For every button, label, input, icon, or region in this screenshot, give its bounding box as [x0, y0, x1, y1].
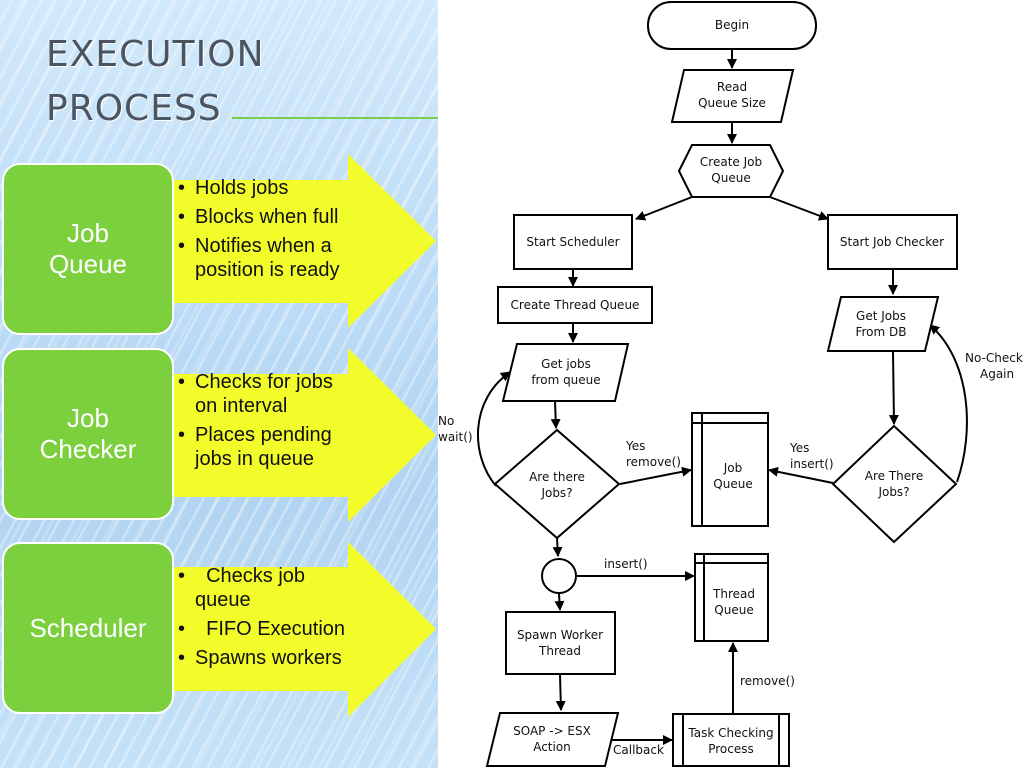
scheduler-box: Scheduler	[2, 542, 174, 714]
svg-text:Spawn Worker: Spawn Worker	[517, 628, 603, 642]
svg-text:Create Job: Create Job	[700, 155, 762, 169]
job-queue-box-line-2: Queue	[48, 249, 128, 279]
node-junction-circle	[541, 558, 577, 594]
node-read-queue-size: Read Queue Size	[670, 69, 795, 123]
svg-text:Process: Process	[708, 742, 754, 756]
edge-labels: No wait() Yes remove() Yes insert() No-C…	[438, 351, 1023, 757]
node-create-thread-queue: Create Thread Queue	[497, 286, 653, 324]
svg-text:Queue: Queue	[711, 171, 750, 185]
label-yes-insert-1: Yes	[789, 441, 809, 455]
svg-text:SOAP -> ESX: SOAP -> ESX	[513, 724, 591, 738]
svg-text:Jobs?: Jobs?	[540, 486, 572, 500]
edge-create-checker	[769, 196, 829, 221]
edge-getjobs-decision	[550, 400, 561, 429]
bullet-item: Holds jobs	[178, 176, 340, 200]
bullet-item: FIFO Execution	[178, 617, 345, 641]
label-yes-remove-1: Yes	[625, 439, 645, 453]
job-queue-box-line-1: Job	[67, 218, 109, 248]
node-begin: Begin	[647, 1, 817, 50]
svg-text:Get Jobs: Get Jobs	[856, 309, 906, 323]
label-no-check-again-2: Again	[980, 367, 1014, 381]
edge-decision-junction	[552, 537, 563, 557]
svg-text:Queue Size: Queue Size	[698, 96, 766, 110]
label-yes-remove-2: remove()	[626, 455, 681, 469]
edge-getdb-decision	[888, 351, 899, 425]
edge-no-wait-loop	[476, 371, 511, 487]
node-start-scheduler: Start Scheduler	[513, 214, 633, 270]
node-decision-are-there-jobs-right: Are There Jobs?	[831, 424, 958, 544]
label-no-wait-1: No	[438, 414, 454, 428]
edge-yes-insert	[768, 466, 834, 484]
slide-title: EXECUTION PROCESS	[46, 28, 265, 136]
job-checker-box-line-2: Checker	[39, 434, 137, 464]
node-spawn-worker-thread: Spawn Worker Thread	[505, 611, 616, 675]
edge-spawn-soap	[555, 674, 566, 711]
svg-text:Action: Action	[533, 740, 571, 754]
svg-text:Read: Read	[717, 80, 747, 94]
node-create-job-queue: Create Job Queue	[677, 144, 785, 198]
svg-text:Start Job Checker: Start Job Checker	[840, 235, 944, 249]
bullet-item: Spawns workers	[178, 646, 345, 670]
edge-junction-spawn	[554, 593, 565, 611]
edge-no-check-again-loop	[929, 324, 968, 483]
svg-text:Are There: Are There	[865, 469, 923, 483]
svg-text:from queue: from queue	[531, 373, 600, 387]
scheduler-box-line-1: Scheduler	[29, 612, 147, 643]
flowchart: Begin Read Queue Size Create Job Queue S…	[438, 1, 1023, 767]
svg-text:Thread: Thread	[712, 587, 755, 601]
job-queue-bullets: Holds jobs Blocks when full Notifies whe…	[178, 176, 340, 287]
edge-create-scheduler	[635, 196, 693, 221]
node-soap-esx-action: SOAP -> ESX Action	[485, 712, 620, 767]
svg-text:Thread: Thread	[538, 644, 581, 658]
slide-title-line-1: EXECUTION	[46, 34, 265, 75]
svg-text:Are there: Are there	[529, 470, 585, 484]
svg-text:Queue: Queue	[714, 603, 753, 617]
node-job-queue-store: Job Queue	[691, 412, 769, 527]
label-yes-insert-2: insert()	[790, 457, 834, 471]
svg-text:Create Thread Queue: Create Thread Queue	[511, 298, 640, 312]
label-callback: Callback	[613, 743, 664, 757]
node-decision-are-there-jobs-left: Are there Jobs?	[493, 428, 621, 540]
slide-title-line-2: PROCESS	[46, 88, 222, 129]
label-no-wait-2: wait()	[438, 430, 473, 444]
job-checker-box-line-1: Job	[67, 403, 109, 433]
flow-edges	[476, 50, 968, 745]
edge-yes-remove	[619, 466, 692, 485]
node-thread-queue-store: Thread Queue	[694, 553, 769, 642]
node-start-job-checker: Start Job Checker	[827, 214, 958, 270]
svg-text:Start Scheduler: Start Scheduler	[526, 235, 619, 249]
label-remove: remove()	[740, 674, 795, 688]
node-get-jobs-from-queue: Get jobs from queue	[501, 343, 630, 402]
label-no-check-again-1: No-Check	[965, 351, 1023, 365]
node-get-jobs-from-db: Get Jobs From DB	[826, 296, 940, 352]
svg-text:Jobs?: Jobs?	[877, 485, 909, 499]
svg-text:Queue: Queue	[713, 477, 752, 491]
bullet-item: Blocks when full	[178, 205, 340, 229]
node-begin-label: Begin	[715, 18, 749, 32]
label-insert: insert()	[604, 557, 648, 571]
svg-text:Job: Job	[723, 461, 743, 475]
svg-text:Get jobs: Get jobs	[541, 357, 591, 371]
svg-text:Task Checking: Task Checking	[687, 726, 773, 740]
title-divider	[232, 117, 438, 119]
node-task-checking-process: Task Checking Process	[672, 713, 790, 767]
svg-text:From DB: From DB	[855, 325, 906, 339]
